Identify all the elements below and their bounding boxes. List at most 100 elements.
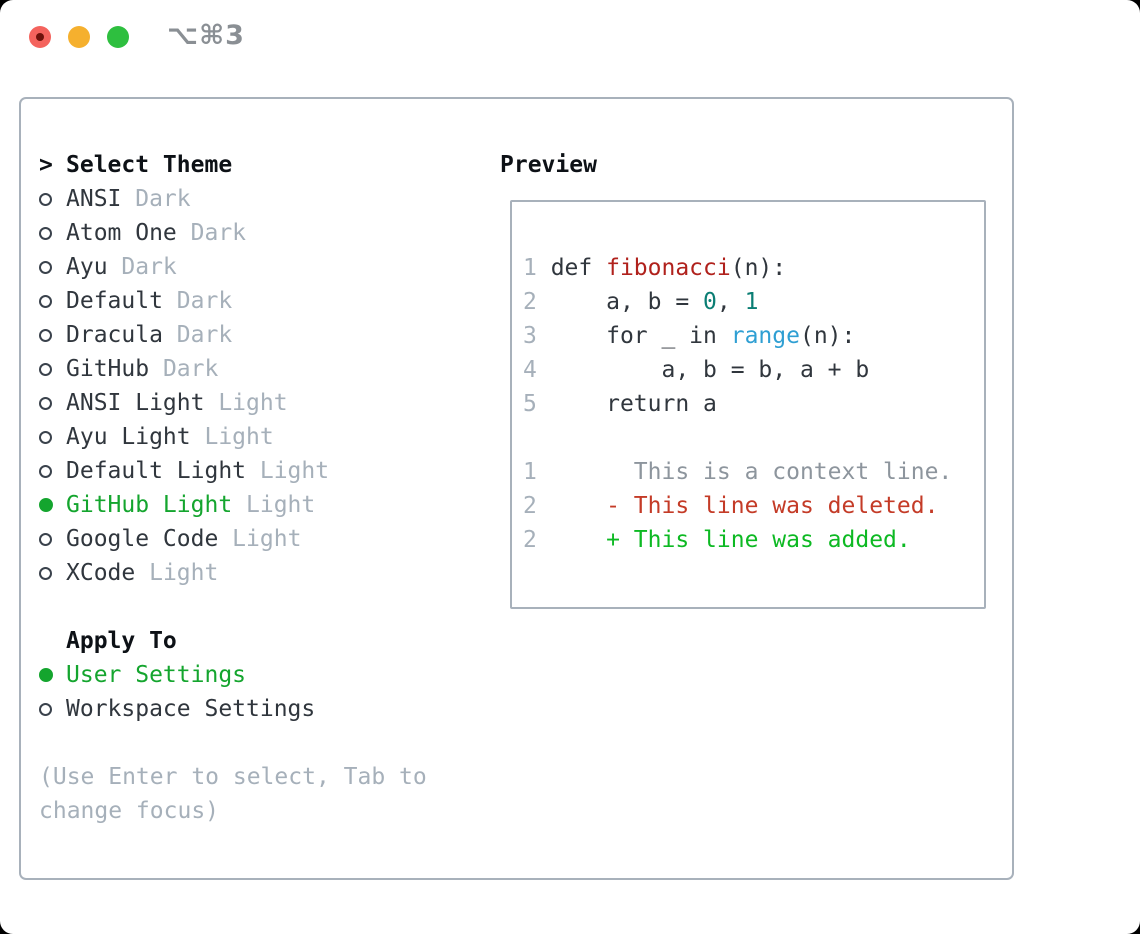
radio-icon	[39, 566, 52, 580]
theme-option-ansi[interactable]: ANSI Dark	[39, 182, 441, 216]
line-number: 5	[523, 391, 551, 417]
unsaved-indicator-dot	[36, 33, 44, 41]
theme-variant-label: Light	[190, 424, 274, 450]
apply-option-workspace-settings[interactable]: Workspace Settings	[39, 692, 441, 726]
theme-option-github[interactable]: GitHub Dark	[39, 352, 441, 386]
traffic-lights	[29, 26, 129, 48]
minimize-button[interactable]	[68, 26, 90, 48]
close-button[interactable]	[29, 26, 51, 48]
apply-option-label: User Settings	[66, 662, 247, 688]
theme-option-default[interactable]: Default Dark	[39, 284, 441, 318]
code-segment: for _ in	[550, 323, 731, 349]
theme-option-github-light[interactable]: GitHub Light Light	[39, 488, 441, 522]
radio-icon	[39, 702, 52, 716]
code-line: 1 def fibonacci(n):	[523, 251, 952, 285]
apply-option-user-settings[interactable]: User Settings	[39, 658, 441, 692]
code-segment: range	[730, 323, 800, 349]
titlebar: ⌥⌘3	[0, 0, 1140, 75]
theme-option-ansi-light[interactable]: ANSI Light Light	[39, 386, 441, 420]
theme-variant-label: Light	[232, 492, 316, 518]
theme-option-dracula[interactable]: Dracula Dark	[39, 318, 441, 352]
code-line: 2 - This line was deleted.	[523, 489, 952, 523]
code-segment: 1	[744, 289, 759, 315]
line-number: 1	[523, 255, 551, 281]
theme-name: Google Code	[66, 526, 219, 552]
theme-option-default-light[interactable]: Default Light Light	[39, 454, 441, 488]
theme-variant-label: Dark	[162, 322, 233, 348]
code-segment: This is a context line.	[550, 459, 953, 485]
theme-name: Ayu Light	[66, 424, 191, 450]
code-segment: - This line was deleted.	[550, 493, 939, 519]
radio-icon	[39, 294, 52, 308]
theme-option-google-code[interactable]: Google Code Light	[39, 522, 441, 556]
theme-option-atom-one[interactable]: Atom One Dark	[39, 216, 441, 250]
theme-variant-label: Light	[218, 526, 302, 552]
theme-variant-label: Light	[204, 390, 288, 416]
code-segment: def	[550, 255, 607, 281]
radio-icon	[39, 328, 52, 342]
code-segment: fibonacci	[606, 255, 731, 281]
select-theme-header: Select Theme	[66, 152, 233, 178]
line-number: 2	[523, 493, 551, 519]
theme-name: Atom One	[66, 220, 177, 246]
apply-to-header-row: Apply To	[39, 624, 441, 658]
maximize-button[interactable]	[107, 26, 129, 48]
radio-icon	[39, 464, 52, 478]
line-number: 4	[523, 357, 551, 383]
code-segment: ,	[716, 289, 745, 315]
code-segment: 0	[703, 289, 717, 315]
theme-name: ANSI	[66, 186, 122, 212]
theme-name: Default	[66, 288, 163, 314]
radio-selected-icon	[39, 498, 53, 512]
code-segment: + This line was added.	[550, 527, 911, 553]
theme-option-ayu-light[interactable]: Ayu Light Light	[39, 420, 441, 454]
code-line: 5 return a	[523, 387, 952, 421]
theme-variant-label: Dark	[149, 356, 219, 382]
preview-header: Preview	[500, 152, 597, 178]
theme-name: GitHub	[66, 356, 150, 382]
radio-icon	[39, 396, 52, 410]
radio-icon	[39, 192, 52, 206]
line-number: 2	[523, 289, 551, 315]
code-line	[523, 421, 952, 455]
radio-icon	[39, 362, 52, 376]
radio-icon	[39, 430, 52, 444]
theme-variant-label: Dark	[121, 186, 191, 212]
theme-option-ayu[interactable]: Ayu Dark	[39, 250, 441, 284]
theme-variant-label: Light	[135, 560, 219, 586]
code-line: 3 for _ in range(n):	[523, 319, 952, 353]
theme-name: XCode	[66, 560, 136, 586]
code-line: 1 This is a context line.	[523, 455, 952, 489]
theme-option-xcode[interactable]: XCode Light	[39, 556, 441, 590]
apply-option-label: Workspace Settings	[66, 696, 316, 722]
theme-name: Default Light	[66, 458, 247, 484]
radio-icon	[39, 532, 52, 546]
spacer	[39, 726, 441, 760]
theme-name: Dracula	[66, 322, 163, 348]
window-title: ⌥⌘3	[167, 20, 245, 51]
theme-variant-label: Light	[246, 458, 330, 484]
theme-variant-label: Dark	[162, 288, 233, 314]
theme-variant-label: Dark	[176, 220, 247, 246]
theme-name: Ayu	[66, 254, 108, 280]
code-segment: a, b =	[550, 289, 704, 315]
theme-name: GitHub Light	[66, 492, 233, 518]
apply-to-header: Apply To	[66, 628, 177, 654]
code-segment: a, b = b, a + b	[550, 357, 870, 383]
select-theme-header-row: > Select Theme	[39, 148, 441, 182]
line-number: 2	[523, 527, 551, 553]
code-segment: (n):	[799, 323, 856, 349]
line-number: 3	[523, 323, 551, 349]
code-line: 2 + This line was added.	[523, 523, 952, 557]
radio-icon	[39, 226, 52, 240]
radio-icon	[39, 260, 52, 274]
radio-selected-icon	[39, 668, 53, 682]
theme-name: ANSI Light	[66, 390, 205, 416]
